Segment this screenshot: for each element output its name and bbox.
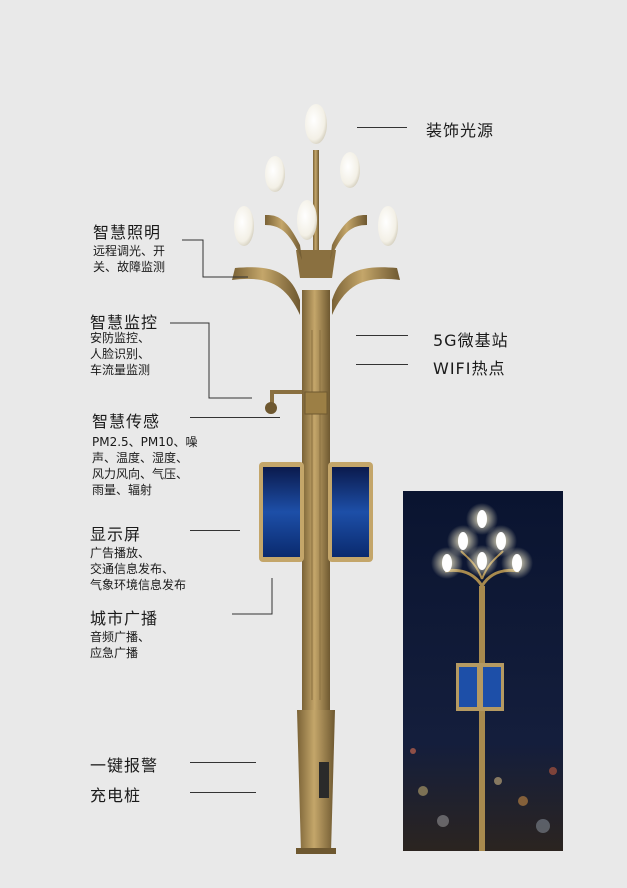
leader-charging	[190, 792, 256, 793]
leader-wifi	[356, 364, 408, 365]
leader-sensing	[190, 417, 280, 418]
leader-display	[190, 530, 240, 531]
label-5g-base-station: 5G微基站	[433, 331, 509, 350]
label-smart-monitor-title: 智慧监控	[90, 313, 159, 332]
label-broadcast-desc2: 应急广播	[90, 646, 139, 660]
label-smart-lighting-desc1: 远程调光、开	[93, 244, 166, 258]
label-display-title: 显示屏	[90, 525, 142, 544]
label-smart-lighting-desc2: 关、故障监测	[93, 260, 166, 274]
label-smart-sensing-desc4: 雨量、辐射	[92, 483, 153, 497]
label-broadcast-title: 城市广播	[90, 609, 159, 628]
label-display-desc2: 交通信息发布、	[90, 562, 175, 576]
leader-5g	[356, 335, 408, 336]
label-broadcast-desc1: 音频广播、	[90, 630, 151, 644]
label-wifi-hotspot: WIFI热点	[433, 359, 506, 378]
label-charging-pile: 充电桩	[90, 786, 142, 805]
label-smart-monitor-desc1: 安防监控、	[90, 331, 151, 345]
label-smart-sensing-desc2: 声、温度、湿度、	[92, 451, 189, 465]
leader-alarm	[190, 762, 256, 763]
label-smart-sensing-desc1: PM2.5、PM10、噪	[92, 435, 198, 449]
label-display-desc3: 气象环境信息发布	[90, 578, 187, 592]
label-decor-light: 装饰光源	[426, 121, 495, 140]
label-smart-sensing-desc3: 风力风向、气压、	[92, 467, 189, 481]
label-smart-monitor-desc3: 车流量监测	[90, 363, 151, 377]
leader-decor	[357, 127, 407, 128]
label-smart-monitor-desc2: 人脸识别、	[90, 347, 151, 361]
label-smart-sensing-title: 智慧传感	[92, 412, 161, 431]
label-one-key-alarm: 一键报警	[90, 756, 159, 775]
label-display-desc1: 广告播放、	[90, 546, 151, 560]
night-scene-image	[403, 491, 563, 851]
label-smart-lighting-title: 智慧照明	[93, 223, 162, 242]
